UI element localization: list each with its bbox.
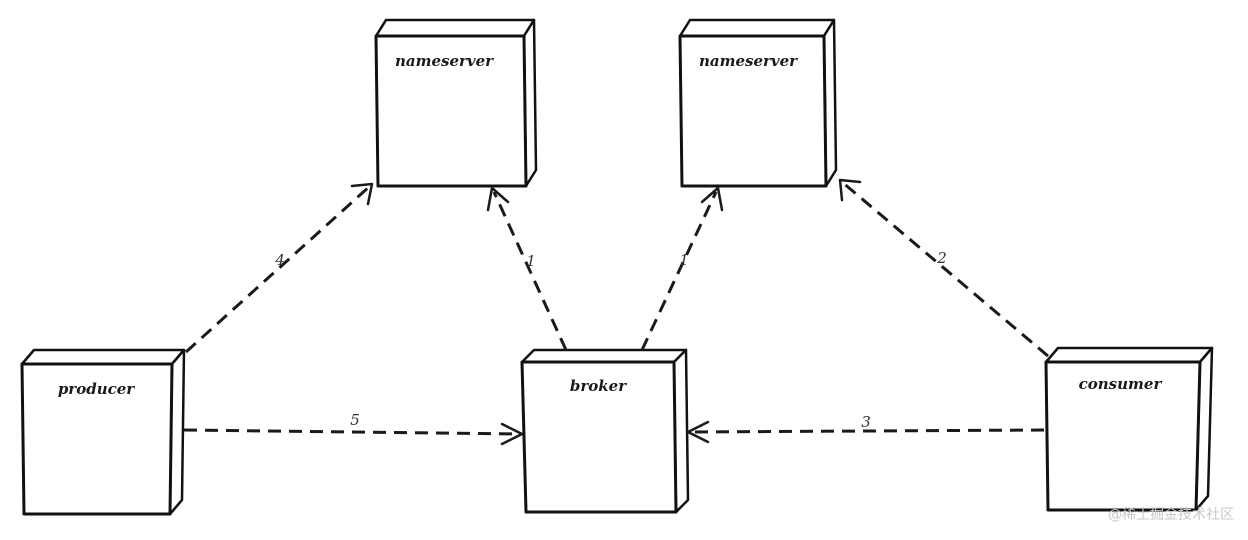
- arrowhead: [838, 178, 862, 202]
- edge-label-2: 2: [936, 249, 947, 267]
- edge-producer-to-broker: 5: [183, 411, 524, 446]
- arrowhead: [500, 422, 524, 446]
- broker-label: broker: [570, 377, 627, 395]
- nameserver-left-label: nameserver: [395, 52, 494, 70]
- arrowhead: [686, 420, 710, 444]
- edge-label-3: 3: [861, 413, 871, 431]
- arrowhead: [700, 186, 724, 212]
- node-producer: producer: [20, 348, 186, 516]
- nameserver-right-label: nameserver: [699, 52, 798, 70]
- node-consumer: consumer: [1044, 346, 1214, 512]
- arrowhead: [486, 186, 510, 212]
- edge-label-5: 5: [350, 411, 360, 429]
- edge-producer-to-nameserver-left: 4: [184, 182, 374, 354]
- edge-consumer-to-broker: 3: [686, 413, 1045, 444]
- edge-broker-to-nameserver-left: 1: [486, 186, 568, 351]
- edge-broker-to-nameserver-right: 1: [640, 186, 724, 351]
- watermark: @稀土掘金技术社区: [1108, 507, 1234, 523]
- edge-consumer-to-nameserver-right: 2: [838, 178, 1049, 358]
- node-broker: broker: [520, 348, 690, 514]
- node-nameserver-right: nameserver: [678, 18, 838, 188]
- edge-label-4: 4: [274, 251, 285, 269]
- consumer-label: consumer: [1079, 375, 1163, 393]
- edge-label-1-right: 1: [679, 251, 689, 269]
- producer-label: producer: [58, 380, 135, 398]
- edge-label-1-left: 1: [526, 252, 536, 270]
- arrowhead: [350, 182, 374, 206]
- node-nameserver-left: nameserver: [374, 18, 538, 188]
